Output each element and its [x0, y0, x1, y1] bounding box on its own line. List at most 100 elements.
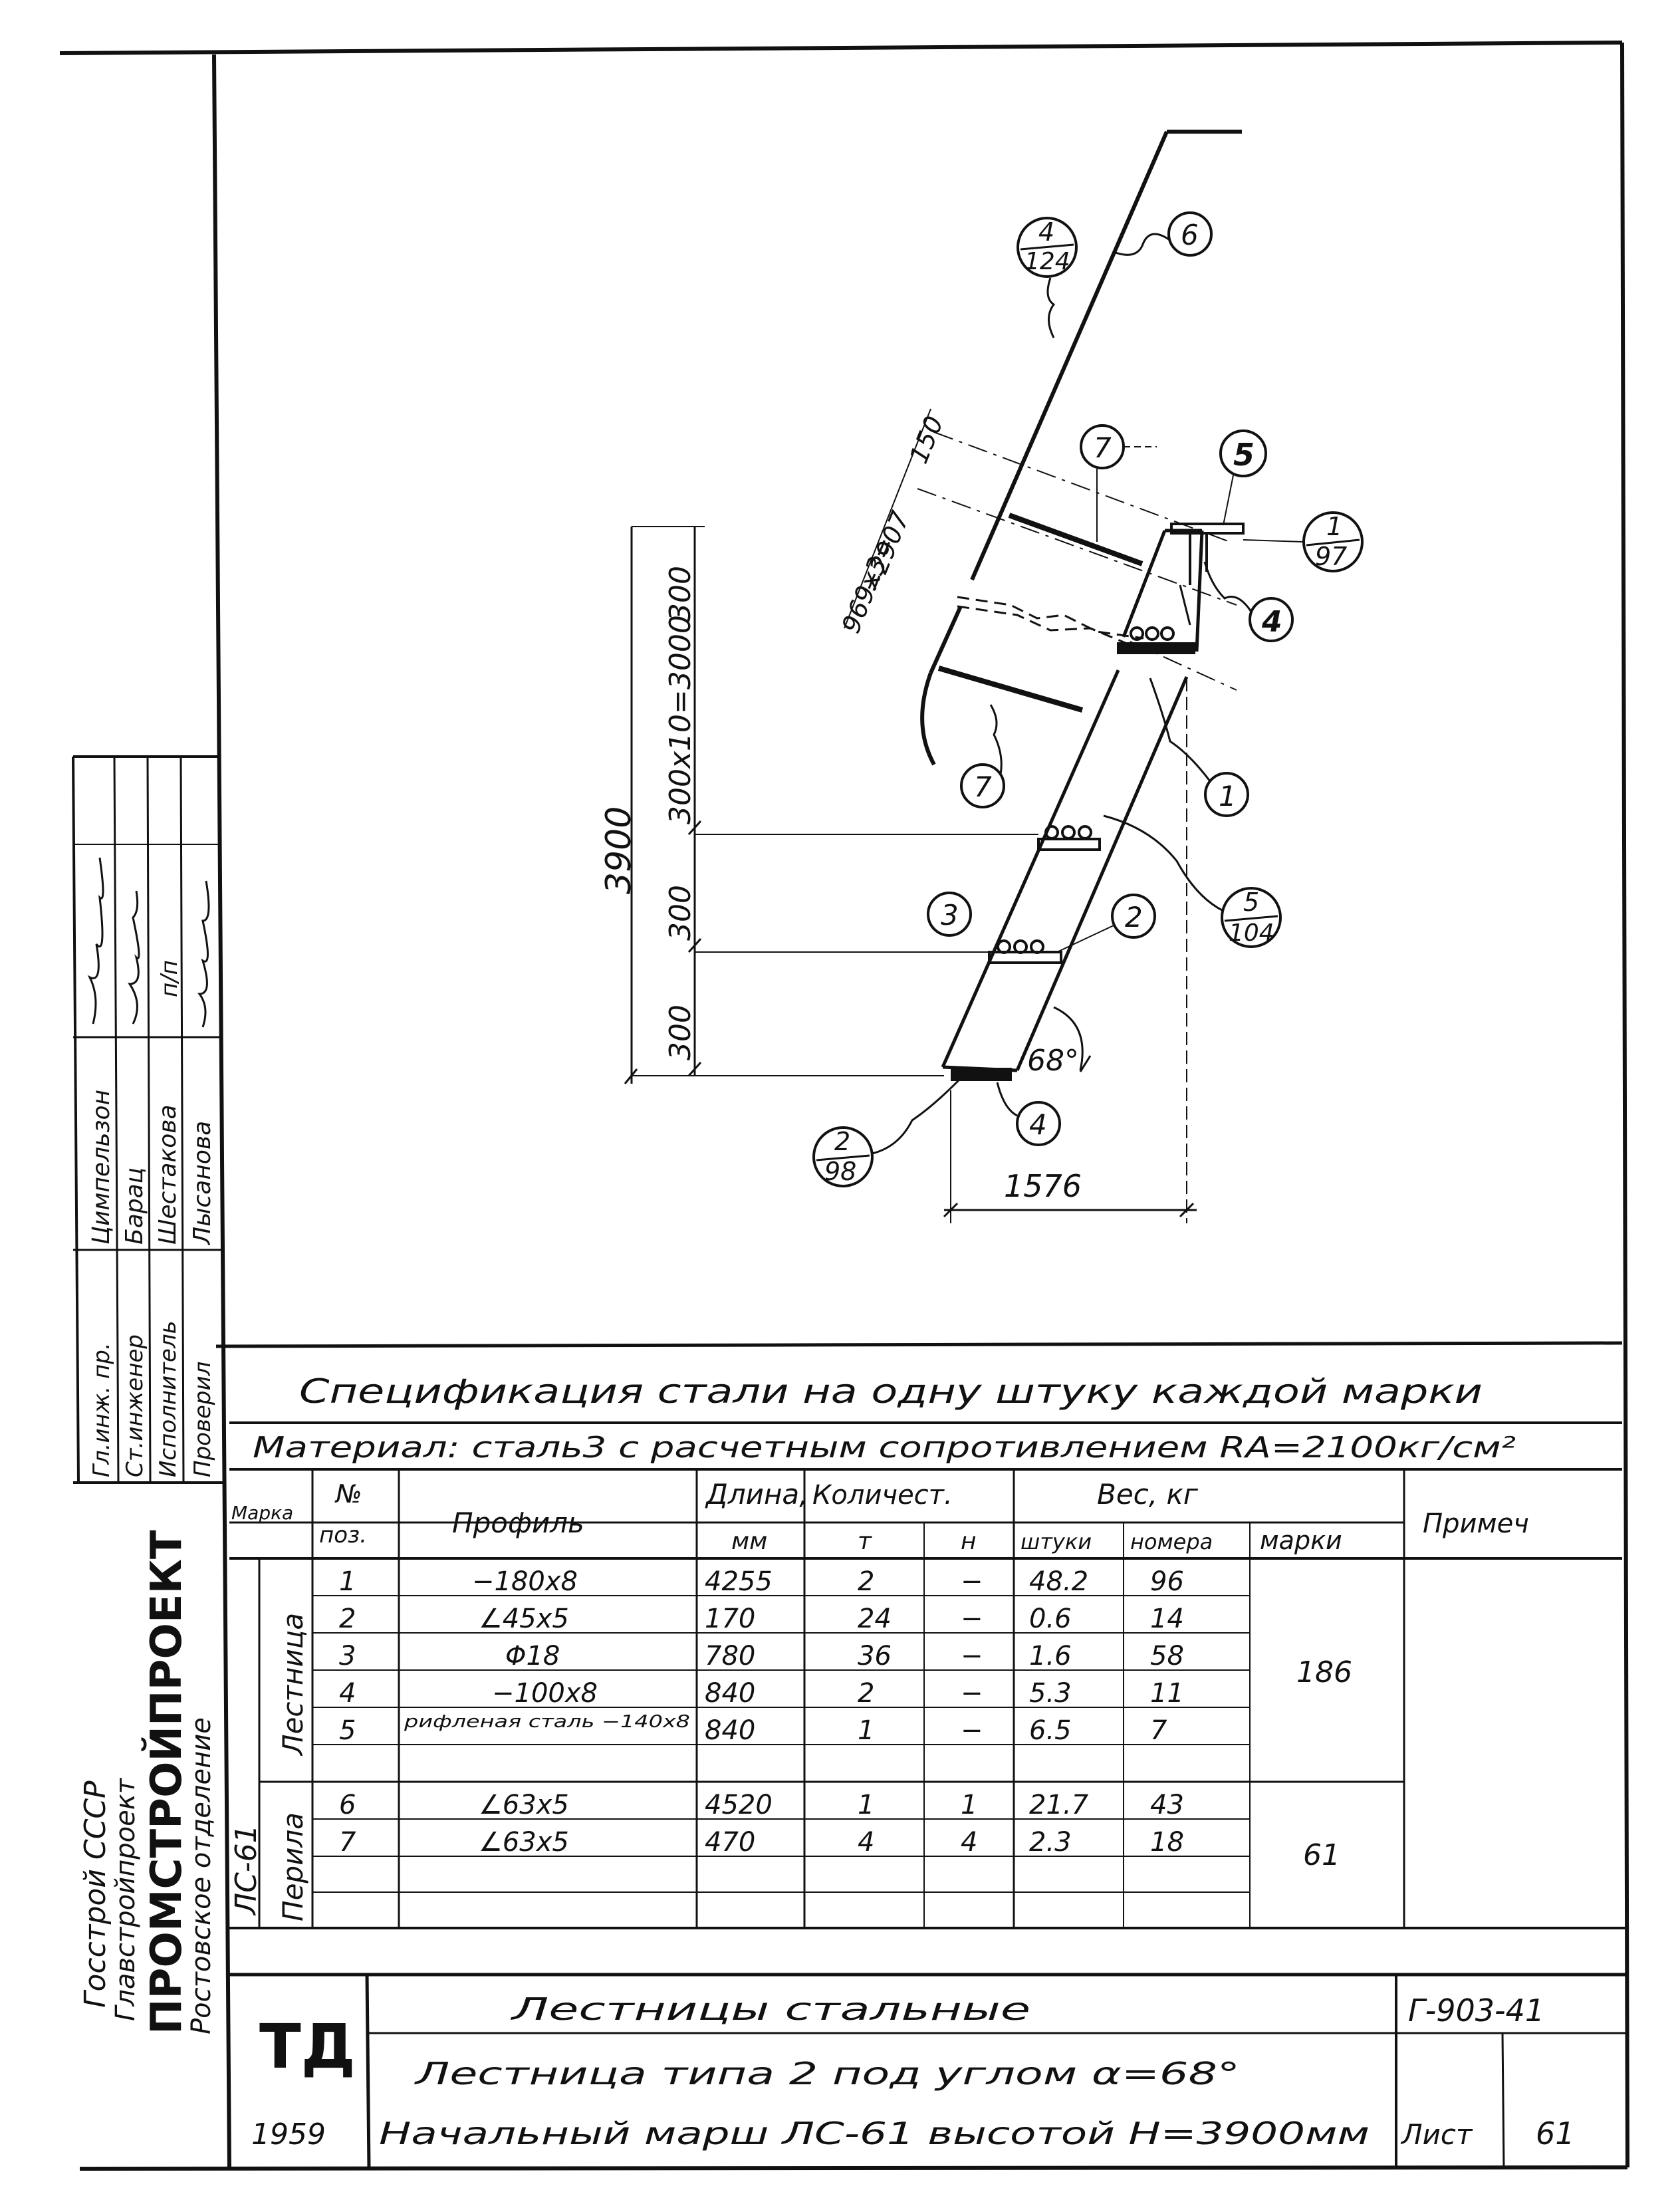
table-row: 4 −100x8 840 2 − 5.3 11	[339, 1678, 1184, 1709]
drawing-line-1: Лестница типа 2 под углом α=68°	[414, 2056, 1240, 2092]
svg-text:0.6: 0.6	[1029, 1604, 1072, 1634]
sheet-label: Лист	[1400, 2118, 1473, 2151]
dim-3900: 3900	[599, 806, 639, 894]
svg-text:1: 1	[858, 1790, 874, 1820]
callout-ref-4-124: 4 124	[1017, 217, 1078, 338]
hdr-qty: Количест.	[812, 1480, 953, 1511]
mark-weight-railing: 61	[1303, 1838, 1340, 1872]
svg-text:−: −	[961, 1604, 983, 1634]
callout-6: 6	[1115, 211, 1213, 257]
hdr-w-nom: номера	[1130, 1529, 1213, 1554]
svg-text:2: 2	[1125, 901, 1143, 933]
side-stamp: Гл.инж. пр. Ст.инженер Исполнитель Прове…	[72, 755, 223, 2034]
signature-3: п/п	[156, 960, 183, 997]
step-mid	[1037, 825, 1101, 851]
dim-300-top: 300	[663, 566, 697, 622]
angle-68: 68°	[1027, 1044, 1079, 1078]
spec-title: Спецификация стали на одну штуку каждой …	[299, 1372, 1483, 1411]
svg-text:4: 4	[1029, 1108, 1047, 1141]
hdr-marka: Марка	[231, 1502, 293, 1524]
svg-text:48.2: 48.2	[1029, 1566, 1088, 1597]
org-gosstroy: Госстрой СССР	[78, 1780, 112, 2008]
role-2: Ст.инженер	[122, 1334, 148, 1477]
callout-3: 3	[927, 892, 972, 937]
org-promstroyproekt: ПРОМСТРОЙПРОЕКТ	[141, 1530, 191, 2034]
svg-text:4520: 4520	[705, 1790, 773, 1820]
svg-text:7: 7	[1150, 1715, 1167, 1746]
svg-text:780: 780	[705, 1641, 755, 1671]
svg-text:∠63x5: ∠63x5	[479, 1790, 569, 1820]
svg-text:4255: 4255	[705, 1566, 773, 1597]
svg-text:4: 4	[1261, 605, 1282, 639]
svg-text:−: −	[961, 1641, 983, 1671]
hdr-pos-2: поз.	[319, 1522, 367, 1548]
svg-text:104: 104	[1229, 919, 1274, 947]
svg-text:98: 98	[824, 1157, 856, 1186]
svg-text:43: 43	[1150, 1790, 1184, 1820]
svg-text:2.3: 2.3	[1029, 1827, 1072, 1858]
svg-text:7: 7	[974, 771, 992, 803]
logo-td: ТД	[259, 2011, 356, 2082]
svg-text:7: 7	[1094, 431, 1112, 464]
hdr-pos-1: №	[334, 1479, 362, 1509]
hdr-note: Примеч	[1423, 1509, 1529, 1539]
callout-7-low: 7	[960, 704, 1005, 808]
hdr-profile: Профиль	[452, 1507, 584, 1539]
svg-text:21.7: 21.7	[1029, 1790, 1089, 1820]
callout-7-top: 7	[1080, 424, 1157, 542]
svg-text:6.5: 6.5	[1029, 1715, 1072, 1746]
svg-text:1: 1	[1219, 780, 1237, 812]
org-rostov-branch: Ростовское отделение	[186, 1717, 217, 2034]
dim-300-middle: 300	[663, 885, 697, 941]
svg-text:3: 3	[941, 899, 959, 931]
spec-material: Материал: сталь3 с расчетным сопротивлен…	[253, 1431, 1516, 1465]
callout-2: 2	[1056, 894, 1156, 953]
svg-text:1: 1	[1326, 512, 1342, 541]
svg-text:24: 24	[858, 1604, 892, 1634]
name-1: Цимпельзон	[88, 1090, 115, 1245]
svg-text:Φ18: Φ18	[505, 1641, 560, 1671]
table-row: 3 Φ18 780 36 − 1.6 58	[339, 1641, 1184, 1671]
table-row: 7 ∠63x5 470 4 4 2.3 18	[339, 1827, 1184, 1858]
spec-group-railing: Перила	[277, 1812, 309, 1921]
svg-text:170: 170	[705, 1604, 755, 1634]
role-1: Гл.инж. пр.	[88, 1342, 115, 1477]
hdr-w-sht: штуки	[1020, 1529, 1092, 1554]
table-row: 2 ∠45x5 170 24 − 0.6 14	[339, 1604, 1184, 1634]
callout-ref-1-97: 1 97	[1243, 511, 1364, 572]
svg-text:124: 124	[1024, 248, 1070, 275]
svg-text:14: 14	[1150, 1604, 1184, 1634]
table-row: 5 рифленая сталь −140x8 840 1 − 6.5 7	[339, 1712, 1167, 1746]
role-3: Исполнитель	[155, 1320, 181, 1477]
series-title: Лестницы стальные	[510, 1991, 1030, 2027]
svg-text:2: 2	[858, 1678, 874, 1709]
hdr-weight: Вес, кг	[1097, 1478, 1199, 1511]
table-row: 1 −180x8 4255 2 − 48.2 96	[339, 1566, 1184, 1597]
sheet-number: 61	[1536, 2116, 1575, 2151]
svg-text:3: 3	[339, 1641, 356, 1671]
svg-text:840: 840	[705, 1678, 755, 1709]
svg-text:2: 2	[339, 1604, 356, 1634]
sheet-frame	[59, 41, 1629, 2171]
drawing-line-2: Начальный марш ЛС-61 высотой Н=3900мм	[379, 2116, 1370, 2151]
svg-text:−: −	[961, 1678, 983, 1709]
name-3: Шестакова	[154, 1104, 181, 1245]
dim-300-bottom: 300	[663, 1005, 697, 1060]
spec-table: Спецификация стали на одну штуку каждой …	[215, 1341, 1626, 1977]
svg-text:5: 5	[1243, 888, 1259, 917]
svg-text:840: 840	[705, 1715, 755, 1746]
callout-ref-5-104: 5 104	[1103, 814, 1282, 948]
svg-text:36: 36	[858, 1641, 892, 1671]
svg-text:58: 58	[1150, 1641, 1184, 1671]
svg-text:5: 5	[339, 1715, 356, 1746]
hdr-qty-t: т	[858, 1528, 872, 1555]
org-glavstroyproekt: Главстройпроект	[110, 1777, 141, 2021]
ladder-drawing: 3900 300 300 300x10=3000 300 969x3= =290…	[599, 130, 1364, 1223]
svg-text:5.3: 5.3	[1029, 1678, 1072, 1709]
signatures: п/п	[87, 857, 210, 1028]
svg-text:∠63x5: ∠63x5	[479, 1827, 569, 1858]
svg-text:2: 2	[858, 1566, 874, 1597]
dim-1576: 1576	[1004, 1168, 1082, 1204]
step-low	[988, 939, 1062, 964]
